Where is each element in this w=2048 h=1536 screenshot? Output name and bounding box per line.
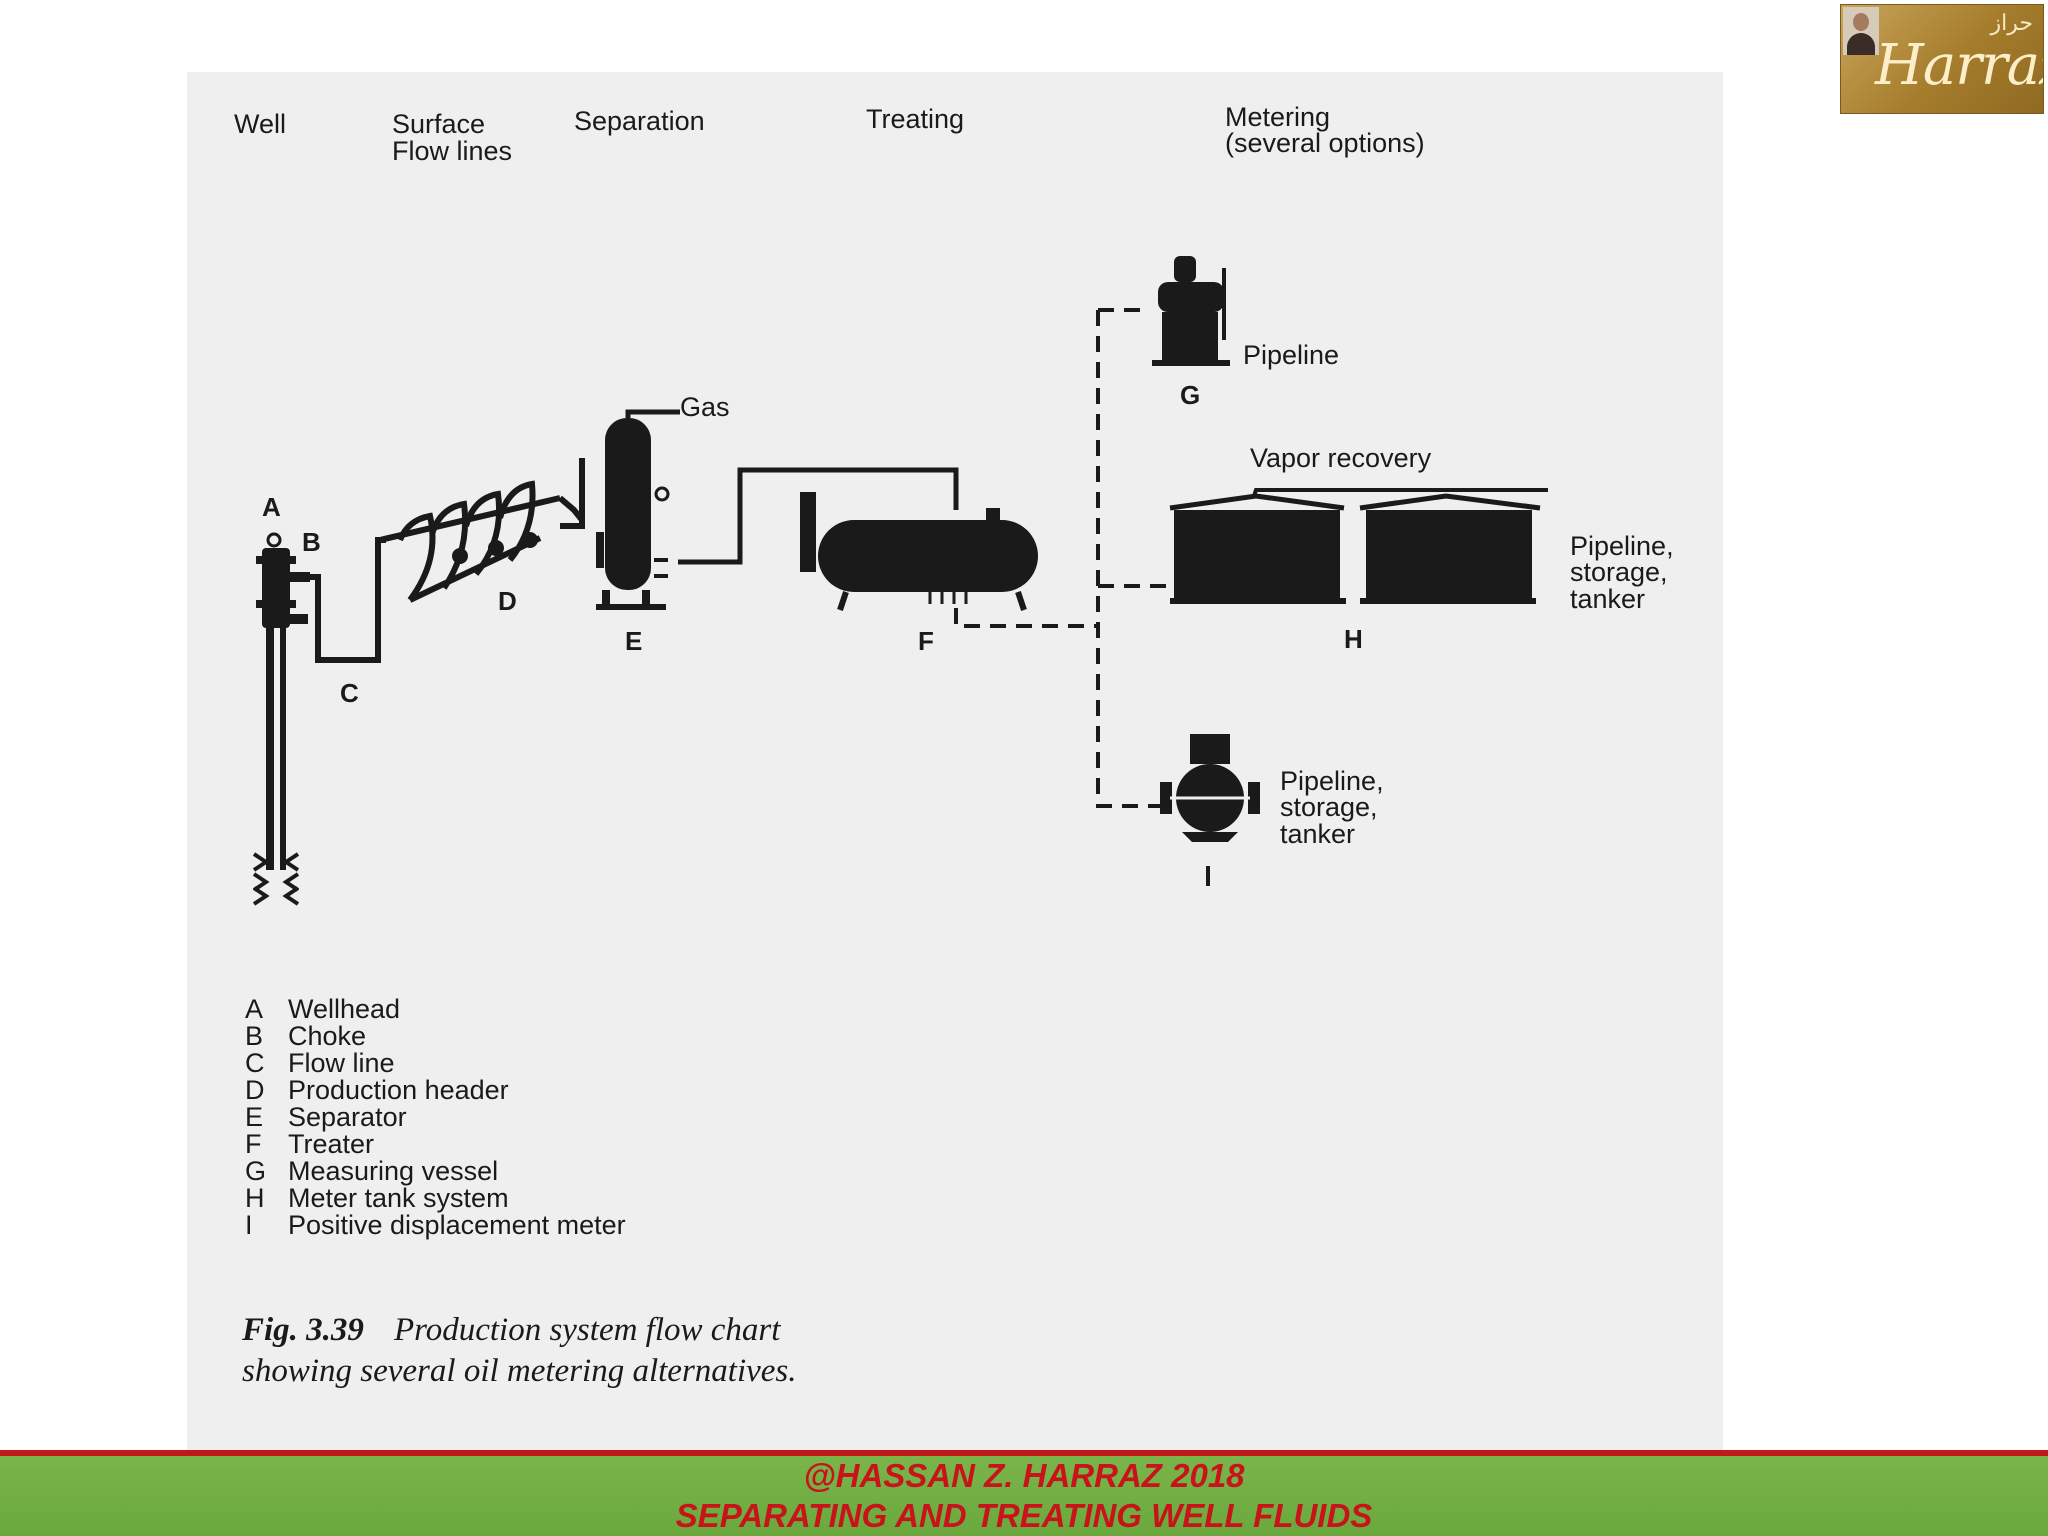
flow-line-c xyxy=(300,537,386,663)
label-pipeline-g: Pipeline xyxy=(1243,340,1339,370)
legend-key: I xyxy=(245,1210,253,1240)
legend-row: D Production header xyxy=(245,1077,626,1104)
legend-key: F xyxy=(245,1129,262,1159)
wellhead xyxy=(252,532,310,906)
positive-displacement-meter xyxy=(1160,734,1260,886)
label-h: H xyxy=(1344,624,1363,654)
label-i-dest-3: tanker xyxy=(1280,819,1355,849)
label-gas: Gas xyxy=(680,392,730,422)
legend-key: E xyxy=(245,1102,264,1132)
author-avatar xyxy=(1843,7,1879,55)
label-i-dest-2: storage, xyxy=(1280,792,1378,822)
legend-text: Flow line xyxy=(288,1048,395,1078)
label-a: A xyxy=(262,492,281,522)
logo-arabic-text: حراز xyxy=(1990,11,2033,36)
footer-copyright: @HASSAN Z. HARRAZ 2018 xyxy=(803,1457,1245,1494)
label-h-dest-1: Pipeline, xyxy=(1570,531,1674,561)
legend-row: I Positive displacement meter xyxy=(245,1212,626,1239)
separator-to-treater-line xyxy=(678,467,959,565)
header-treating: Treating xyxy=(866,104,964,134)
legend-text: Production header xyxy=(288,1075,509,1105)
label-vapor-recovery: Vapor recovery xyxy=(1250,443,1432,473)
legend-key: B xyxy=(245,1021,264,1051)
legend-text: Treater xyxy=(288,1129,375,1159)
legend-row: E Separator xyxy=(245,1104,626,1131)
legend-row: F Treater xyxy=(245,1131,626,1158)
label-c: C xyxy=(340,678,359,708)
legend-text: Wellhead xyxy=(288,994,401,1024)
production-header xyxy=(379,480,585,603)
component-legend: A Wellhead B Choke C Flow line D Production … xyxy=(245,996,626,1239)
footer-divider xyxy=(0,1450,2048,1456)
legend-row: G Measuring vessel xyxy=(245,1158,626,1185)
label-i-dest-1: Pipeline, xyxy=(1280,766,1384,796)
legend-key: D xyxy=(245,1075,265,1105)
slide-footer: @HASSAN Z. HARRAZ 2018 SEPARATING AND TR… xyxy=(0,1456,2048,1536)
logo-text: Harraz xyxy=(1875,33,2043,98)
legend-key: G xyxy=(245,1156,267,1186)
label-d: D xyxy=(498,586,517,616)
figure-panel xyxy=(187,72,1723,1452)
header-surface: Surface xyxy=(392,109,485,139)
legend-key: H xyxy=(245,1183,265,1213)
label-h-dest-2: storage, xyxy=(1570,557,1668,587)
legend-text: Meter tank system xyxy=(288,1183,509,1213)
legend-row: A Wellhead xyxy=(245,996,626,1023)
label-f: F xyxy=(918,626,934,656)
label-h-dest-3: tanker xyxy=(1570,584,1645,614)
measuring-vessel xyxy=(1152,256,1230,366)
metering-dashed-lines xyxy=(954,308,1170,808)
legend-row: H Meter tank system xyxy=(245,1185,626,1212)
header-metering-options: (several options) xyxy=(1225,128,1425,158)
legend-key: A xyxy=(245,994,264,1024)
label-b: B xyxy=(302,527,321,557)
legend-row: B Choke xyxy=(245,1023,626,1050)
header-well: Well xyxy=(234,109,286,139)
header-separation: Separation xyxy=(574,106,705,136)
legend-text: Measuring vessel xyxy=(288,1156,499,1186)
caption-text: Production system flow chart showing sev… xyxy=(242,1312,797,1389)
legend-text: Positive displacement meter xyxy=(288,1210,626,1240)
header-metering: Metering xyxy=(1225,102,1330,132)
harraz-logo: حراز Harraz xyxy=(1840,4,2044,114)
figure-number: Fig. 3.39 xyxy=(242,1312,364,1348)
treater xyxy=(800,492,1038,611)
legend-key: C xyxy=(245,1048,265,1078)
legend-text: Separator xyxy=(288,1102,407,1132)
label-g: G xyxy=(1180,380,1200,410)
legend-row: C Flow line xyxy=(245,1050,626,1077)
header-flow-lines: Flow lines xyxy=(392,136,512,166)
separator xyxy=(560,409,680,610)
footer-title: SEPARATING AND TREATING WELL FLUIDS xyxy=(675,1497,1373,1534)
label-e: E xyxy=(625,626,642,656)
legend-text: Choke xyxy=(288,1021,367,1051)
meter-tank-system xyxy=(1169,488,1548,604)
